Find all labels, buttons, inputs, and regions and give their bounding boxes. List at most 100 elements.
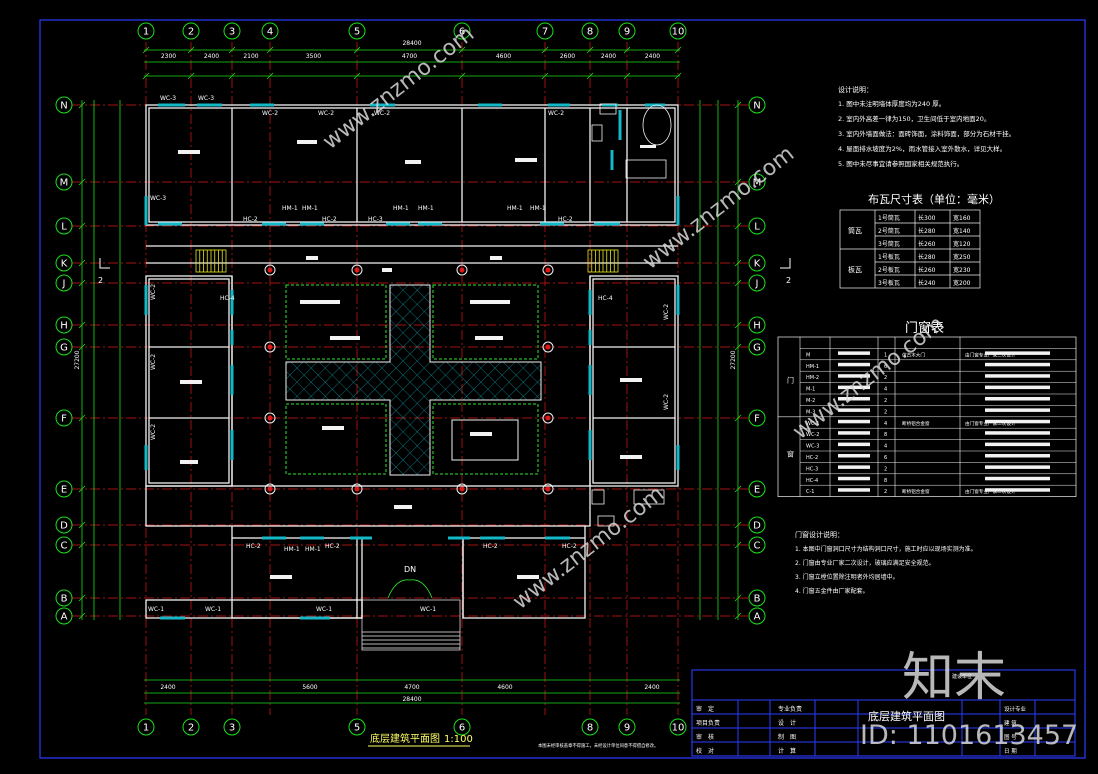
- sink-icon: [597, 515, 615, 527]
- dw-size-bar: [838, 465, 870, 469]
- dim-text-top-segment: 2300: [161, 53, 176, 60]
- dw-size-bar: [838, 362, 870, 367]
- room-label-wc2_a: WC-2: [262, 110, 278, 117]
- bathtub-icon: [642, 104, 672, 146]
- room-name-bar: [382, 268, 392, 272]
- title-block-mid-label: 专业负责: [778, 705, 802, 713]
- dw-size-bar: [838, 351, 870, 355]
- tile-type: 2号板瓦: [878, 266, 900, 274]
- dim-text-bottom-segment: 4600: [497, 684, 512, 691]
- door-notes-header: 门窗设计说明：: [795, 530, 844, 539]
- dim-tick: [734, 321, 742, 329]
- dim-tick: [142, 72, 150, 80]
- title-block-left-label: 项目负责: [696, 719, 720, 727]
- dw-remark-bar: [985, 351, 1050, 355]
- grid-bubble-top-label: 6: [459, 27, 465, 38]
- dim-tick: [734, 521, 742, 529]
- dim-tick: [623, 72, 631, 80]
- grid-bubble-left-circle: [55, 409, 73, 427]
- dim-text-right-overall: 27200: [730, 350, 737, 369]
- grid-bubble-right-label: A: [754, 612, 761, 623]
- dim-tick: [78, 414, 86, 422]
- column-circle: [264, 483, 276, 495]
- tile-length: 长240: [918, 279, 936, 287]
- grid-bubble-top-label: 10: [672, 27, 685, 38]
- dim-text-top-segment: 4600: [496, 53, 511, 60]
- wall-outline: [145, 104, 679, 226]
- dim-text-top-segment: 2600: [560, 53, 575, 60]
- grid-bubble-right-circle: [748, 516, 766, 534]
- dim-tick: [458, 72, 466, 80]
- courtyard-garden-sw: [285, 403, 387, 475]
- column-circle: [542, 341, 554, 353]
- dim-tick: [734, 541, 742, 549]
- grid-bubble-right-label: J: [755, 279, 759, 290]
- room-label-wc1_c: WC-1: [148, 606, 164, 613]
- grid-bubble-right-label: G: [753, 343, 761, 354]
- stair-east: [587, 249, 619, 273]
- design-notes-header: 设计说明：: [838, 85, 873, 94]
- grid-bubble-left-circle: [55, 316, 73, 334]
- dw-remark-bar: [985, 465, 1050, 469]
- dw-size-bar: [838, 488, 870, 492]
- dim-tick: [142, 46, 150, 54]
- tile-width: 宽140: [953, 227, 971, 235]
- grid-bubble-right-circle: [748, 589, 766, 607]
- room-name-bar: [178, 150, 200, 154]
- room-name-bar: [515, 158, 537, 162]
- dim-tick: [78, 259, 86, 267]
- dw-code: HC-4: [806, 478, 818, 484]
- title-block-frame: [691, 669, 1076, 757]
- grid-bubble-top-label: 3: [229, 27, 235, 38]
- dw-remark-bar: [985, 419, 1050, 424]
- dw-qty: 1: [884, 352, 887, 358]
- columns: [264, 264, 554, 495]
- title-block-right-label: 建 筑: [1004, 719, 1017, 727]
- room-label-hc2_b: HC-2: [322, 216, 337, 223]
- grid-bubble-right-label: M: [753, 178, 762, 189]
- dw-qty: 2: [884, 489, 887, 495]
- door-note-line: 1. 本图中门窗洞口尺寸为结构洞口尺寸，施工时应以现场实测为准。: [795, 545, 977, 553]
- dim-tick: [734, 485, 742, 493]
- grid-bubble-right-label: F: [754, 414, 760, 425]
- grid-bubble-top-label: 8: [587, 27, 593, 38]
- grid-bubble-right-circle: [748, 96, 766, 114]
- column-core: [545, 344, 551, 350]
- dw-qty: 4: [884, 444, 887, 450]
- dw-remark-bar: [985, 397, 1050, 401]
- wall-outline: [592, 278, 676, 484]
- room-name-bar: [470, 300, 510, 304]
- windows: [144, 103, 680, 620]
- room-label-hm1_f: HM-1: [530, 205, 546, 212]
- dimension-chains: [78, 46, 742, 704]
- stair-west: [195, 249, 227, 273]
- title-block-left-label: 校 对: [696, 747, 714, 755]
- grid-bubble-right-circle: [748, 316, 766, 334]
- dim-tick: [734, 222, 742, 230]
- dw-remark-bar: [985, 442, 1050, 447]
- dim-tick: [353, 72, 361, 80]
- dw-code: M-3: [806, 409, 815, 415]
- grid-bubble-left-circle: [55, 217, 73, 235]
- grid-bubble-top-circle: [261, 22, 279, 40]
- design-note-line: 5. 图中未尽事宜请参照国家相关规范执行。: [838, 159, 963, 168]
- dim-tick: [734, 414, 742, 422]
- grid-bubble-top-label: 5: [354, 27, 360, 38]
- grid-bubble-left-label: L: [61, 222, 67, 233]
- grid-bubble-left-circle: [55, 96, 73, 114]
- drawing-title-name: 底层建筑平面图: [370, 732, 440, 745]
- sink-icon: [633, 489, 665, 505]
- dw-remark-bar: [985, 476, 1050, 481]
- door-window-notes: 门窗设计说明： 1. 本图中门窗洞口尺寸为结构洞口尺寸，施工时应以现场实测为准。…: [795, 530, 977, 595]
- dim-text-top-segment: 2100: [243, 53, 258, 60]
- dim-tick: [674, 72, 682, 80]
- column-circle: [351, 483, 363, 495]
- column-circle: [542, 483, 554, 495]
- dw-note: 仿古木大门: [902, 351, 925, 358]
- drawing-title-scale: 1:100: [444, 734, 473, 745]
- dw-code: M: [806, 352, 810, 358]
- room-name-bar: [297, 140, 317, 144]
- dw-remark-bar: [985, 488, 1050, 492]
